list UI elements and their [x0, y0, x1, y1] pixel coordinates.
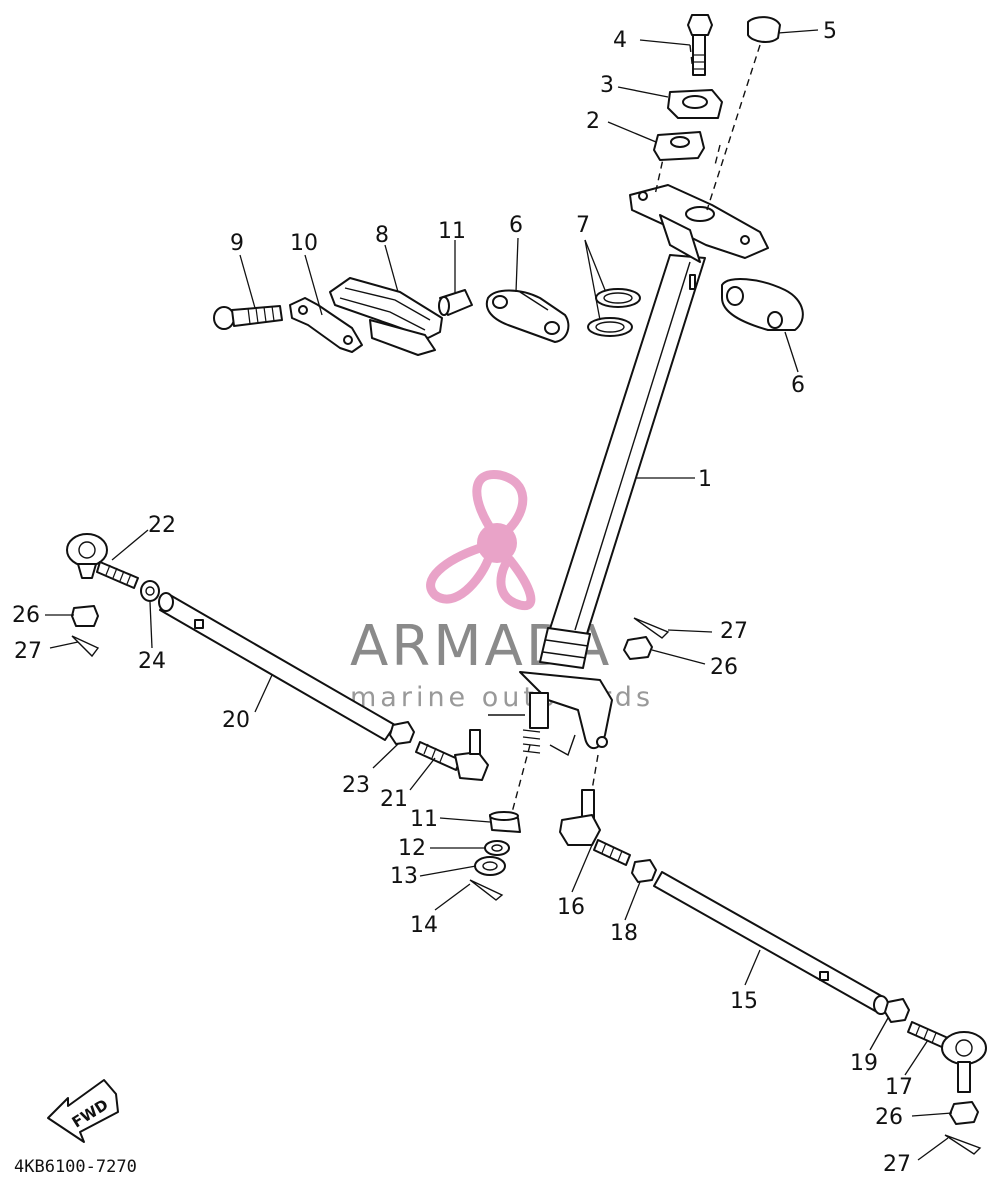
- callout-26-upper-right: 26: [710, 655, 738, 680]
- callout-5: 5: [823, 19, 837, 44]
- callout-14: 13: [390, 864, 418, 889]
- part-2-bushing: [653, 131, 705, 161]
- callout-8: 8: [375, 223, 389, 248]
- callout-15: 14: [410, 913, 438, 938]
- part-13-washer: [484, 840, 510, 856]
- part-6-clamp-center: [485, 289, 570, 343]
- part-14-nut: [474, 856, 506, 876]
- callout-2: 2: [586, 109, 600, 134]
- callout-12: 11: [410, 807, 438, 832]
- callout-13: 12: [398, 836, 426, 861]
- callout-23: 22: [148, 513, 176, 538]
- part-3-clamp: [667, 89, 723, 119]
- part-4-bolt: [687, 14, 713, 76]
- callout-27-left: 27: [14, 639, 42, 664]
- leader-lines: [45, 29, 953, 1161]
- part-6-clamp-right: [721, 278, 804, 331]
- callout-3: 3: [600, 73, 614, 98]
- callout-24: 23: [342, 773, 370, 798]
- part-19-nut: [631, 859, 657, 883]
- part-20-nut: [884, 998, 910, 1023]
- callout-22: 21: [380, 787, 408, 812]
- callout-16: 15: [730, 989, 758, 1014]
- callout-26-lower-right: 26: [875, 1105, 903, 1130]
- propeller-logo: [426, 469, 536, 611]
- callout-labels: 4 5 3 2 1 6 6 7 8 9 10 11 22 26 27 24 20…: [12, 19, 913, 1177]
- part-7-rings: [587, 288, 641, 337]
- part-27-cotter-pin-upper-right: [633, 617, 670, 639]
- part-23-ball-joint-left: [66, 533, 139, 589]
- callout-21: 20: [222, 708, 250, 733]
- part-12-collar: [489, 811, 521, 833]
- callout-6-right: 6: [791, 373, 805, 398]
- callout-17: 16: [557, 895, 585, 920]
- part-17-ball-joint: [559, 789, 631, 866]
- part-8-plate: [329, 277, 443, 356]
- callout-19: 18: [610, 921, 638, 946]
- part-21-tie-rod: [158, 592, 396, 741]
- callout-9: 9: [230, 231, 244, 256]
- part-26-nut-left: [71, 605, 99, 627]
- callout-7: 7: [576, 213, 590, 238]
- diagram-code: 4KB6100-7270: [14, 1157, 137, 1177]
- part-27-cotter-pin-lower-right: [944, 1134, 982, 1155]
- part-16-tie-rod: [653, 871, 889, 1015]
- part-26-nut-lower-right: [949, 1101, 979, 1125]
- callout-6-center: 6: [509, 213, 523, 238]
- steering-shaft: [519, 254, 706, 754]
- callout-27-lower-right: 27: [883, 1152, 911, 1177]
- part-18-ball-joint: [907, 1021, 987, 1093]
- callout-10: 10: [290, 231, 318, 256]
- part-27-cotter-pin-left: [71, 635, 100, 658]
- part-24-nut: [389, 721, 415, 745]
- part-5-cap: [747, 16, 781, 43]
- part-9-bolt: [213, 305, 283, 330]
- part-10-lock-plate: [289, 297, 363, 353]
- part-11-sleeve: [438, 289, 473, 316]
- part-15-cotter-pin: [469, 879, 504, 901]
- callout-25: 24: [138, 649, 166, 674]
- part-22-ball-joint: [415, 729, 489, 781]
- callout-20: 19: [850, 1051, 878, 1076]
- callout-26-left: 26: [12, 603, 40, 628]
- fwd-arrow-icon: FWD: [47, 1079, 119, 1143]
- part-26-nut-upper-right: [623, 636, 653, 660]
- part-25-washer: [140, 580, 160, 602]
- callout-4: 4: [613, 28, 627, 53]
- callout-1: 1: [698, 467, 712, 492]
- callout-27-upper-right: 27: [720, 619, 748, 644]
- upper-bracket: [629, 184, 769, 290]
- callout-11: 11: [438, 219, 466, 244]
- callout-18: 17: [885, 1075, 913, 1100]
